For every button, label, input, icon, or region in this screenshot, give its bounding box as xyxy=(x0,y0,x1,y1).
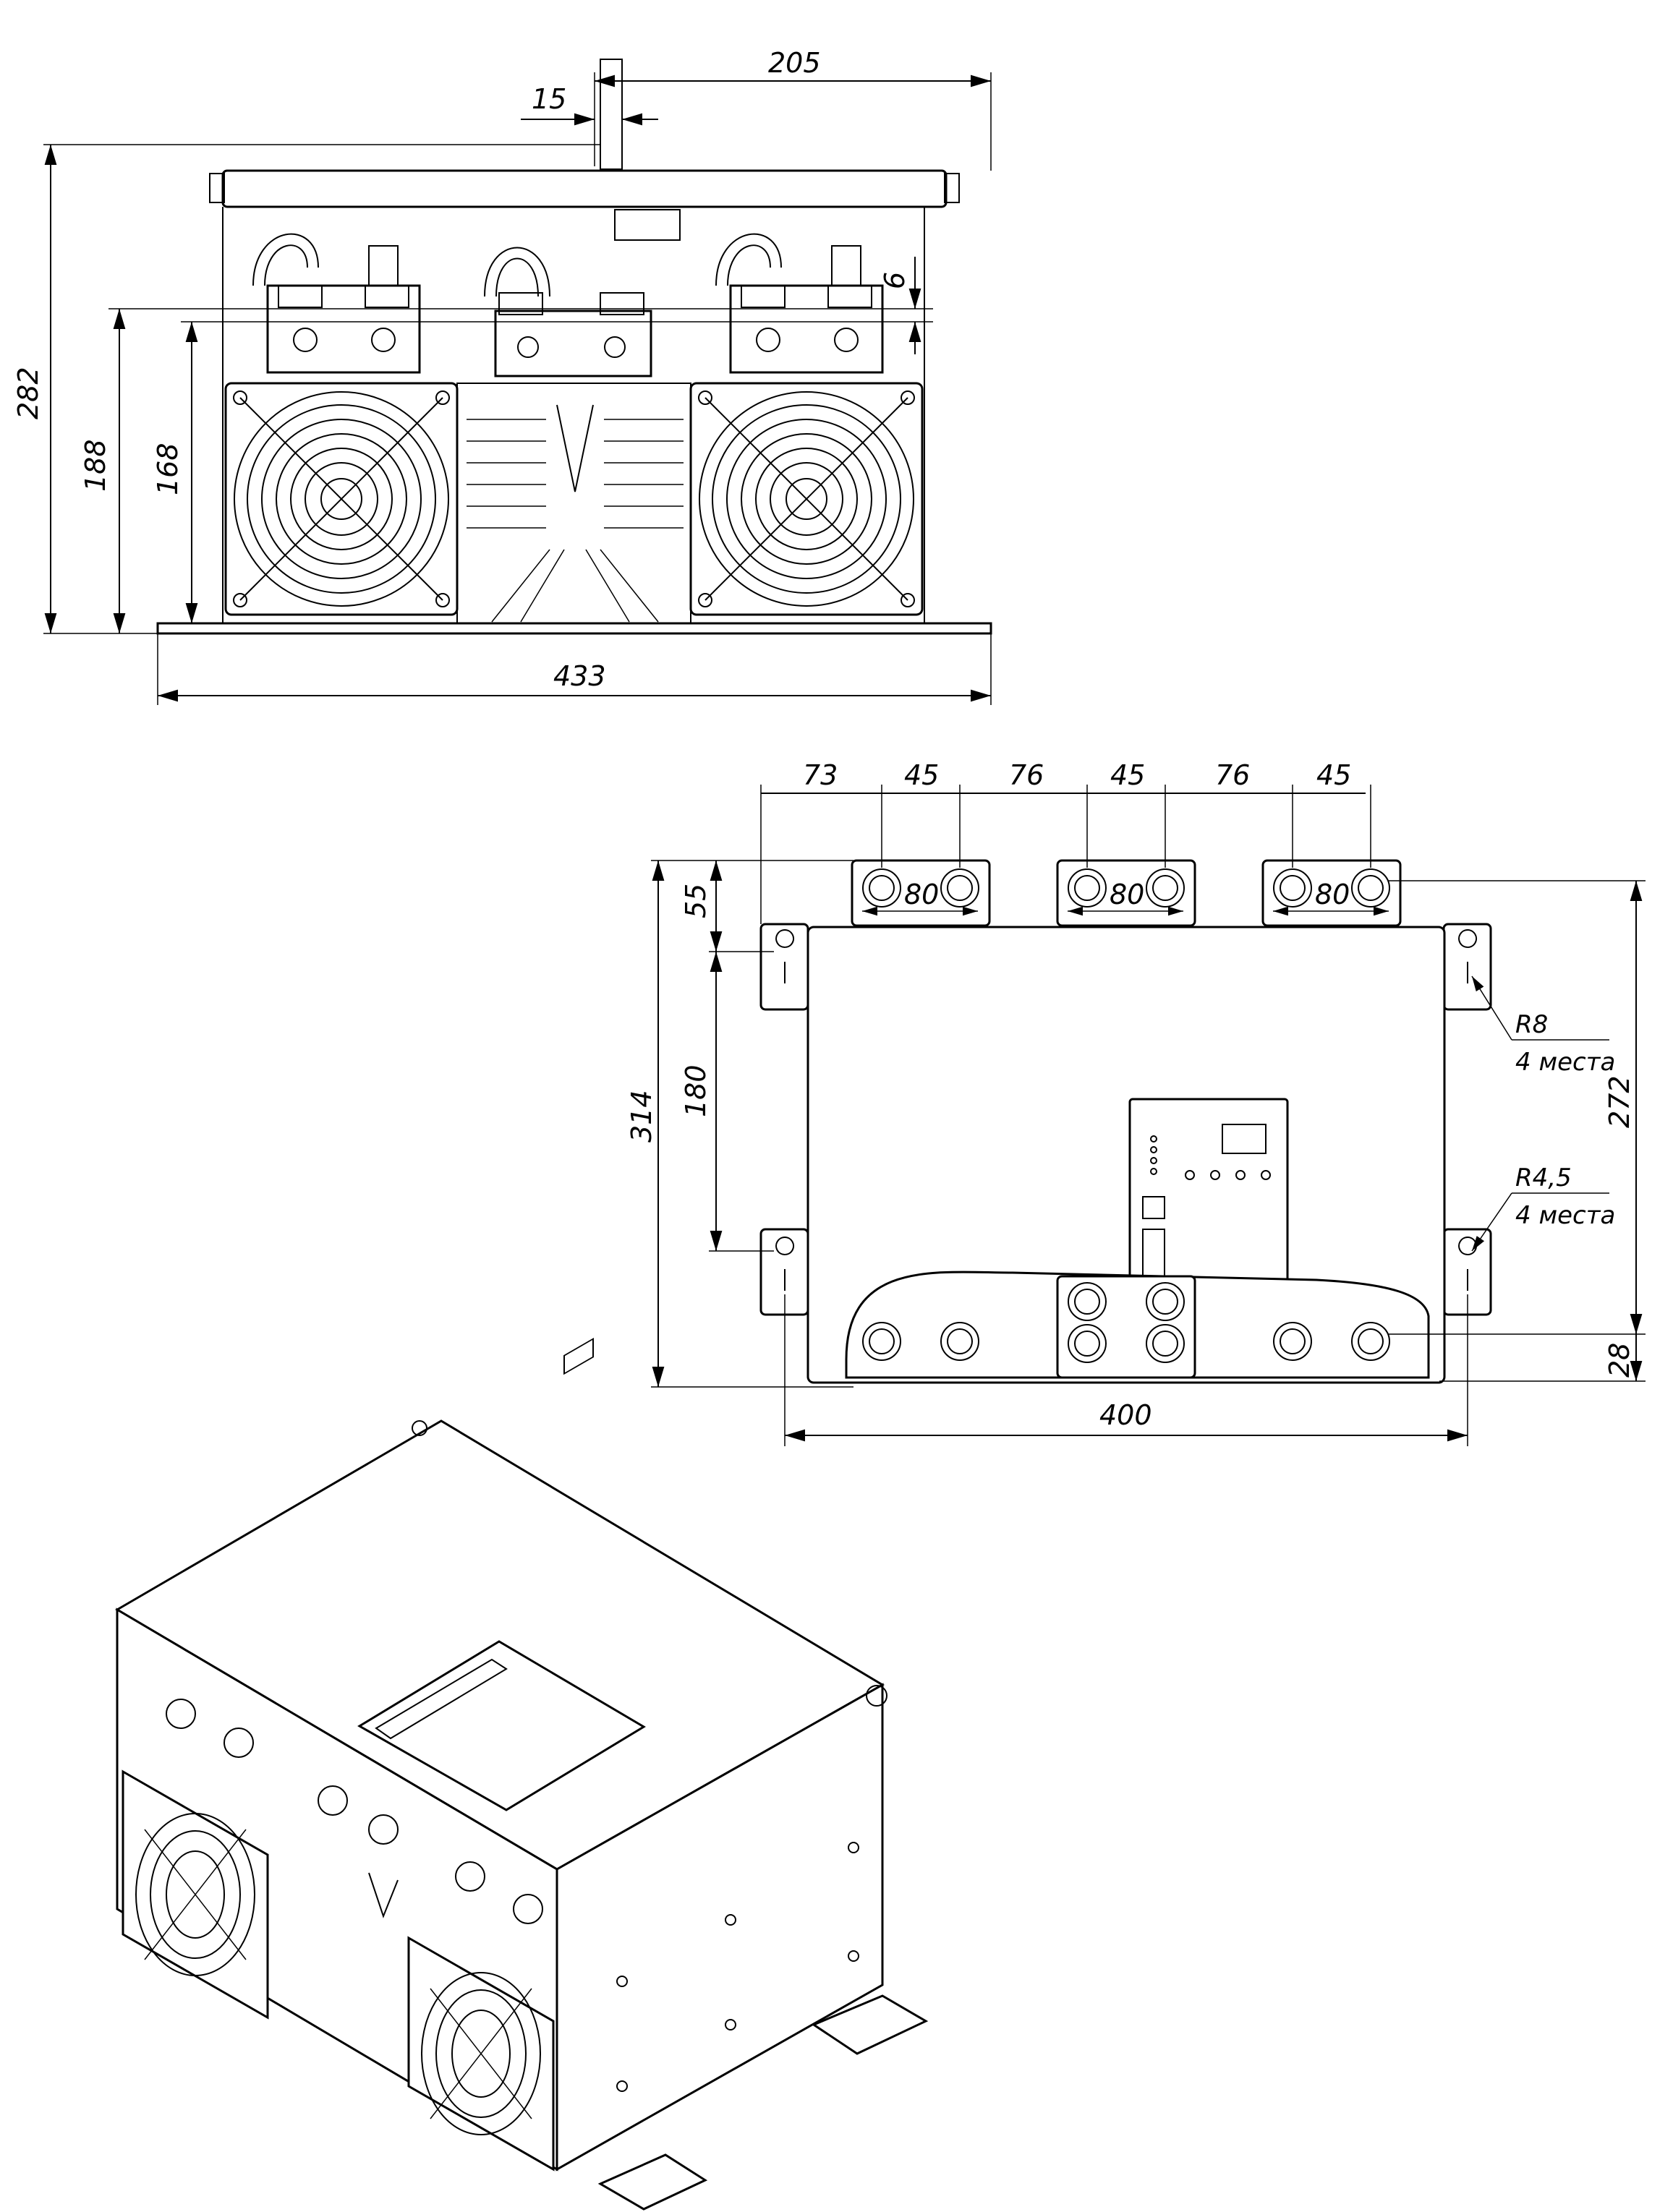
dim-45-3: 45 xyxy=(1316,759,1351,791)
dim-76-1: 76 xyxy=(1009,759,1044,791)
note-r8-count: 4 места xyxy=(1515,1048,1615,1077)
dim-314: 314 xyxy=(626,1090,657,1143)
dim-180: 180 xyxy=(680,1064,712,1117)
dim-205: 205 xyxy=(768,47,821,79)
dim-188: 188 xyxy=(80,439,111,492)
control-panel xyxy=(1128,1098,1289,1296)
dim-80-3: 80 xyxy=(1315,879,1350,910)
top-view: 73 45 76 45 76 45 80 80 80 314 55 180 27… xyxy=(626,759,1646,1446)
dim-6: 6 xyxy=(879,272,911,289)
base-plate xyxy=(156,622,992,635)
terminal-block-left xyxy=(252,233,421,374)
dim-45-1: 45 xyxy=(904,759,939,791)
iso-terminals xyxy=(166,1699,543,1924)
dim-272: 272 xyxy=(1604,1075,1635,1128)
dim-168: 168 xyxy=(152,443,184,495)
note-r8: R8 xyxy=(1515,1010,1548,1039)
dim-80-2: 80 xyxy=(1110,879,1144,910)
dim-45-2: 45 xyxy=(1110,759,1145,791)
top-cover xyxy=(221,169,948,208)
dim-282: 282 xyxy=(12,367,44,419)
dim-400: 400 xyxy=(1099,1399,1152,1431)
busbar-bottom-3 xyxy=(1273,1322,1390,1361)
heatsink xyxy=(456,383,691,624)
dim-55: 55 xyxy=(680,884,712,918)
dim-80-1: 80 xyxy=(904,879,939,910)
isometric-view xyxy=(115,1337,929,2211)
dim-433: 433 xyxy=(553,660,606,692)
fan-left xyxy=(224,382,459,616)
terminal-block-center xyxy=(484,247,652,377)
iso-fan-right xyxy=(407,1936,555,2172)
dim-15: 15 xyxy=(532,83,566,115)
iso-control-panel xyxy=(357,1640,646,1811)
front-view: 205 15 282 188 168 6 433 xyxy=(12,47,992,705)
dim-28: 28 xyxy=(1604,1343,1635,1378)
dim-73: 73 xyxy=(803,759,838,791)
dim-76-2: 76 xyxy=(1215,759,1250,791)
terminal-block-right xyxy=(715,233,884,374)
busbar-bottom-1 xyxy=(862,1322,979,1361)
note-r45-count: 4 места xyxy=(1515,1201,1615,1230)
busbar-bottom-2 xyxy=(1056,1275,1196,1379)
iso-fan-left xyxy=(122,1769,269,2020)
note-r45: R4,5 xyxy=(1515,1163,1572,1192)
fan-right xyxy=(689,382,924,616)
